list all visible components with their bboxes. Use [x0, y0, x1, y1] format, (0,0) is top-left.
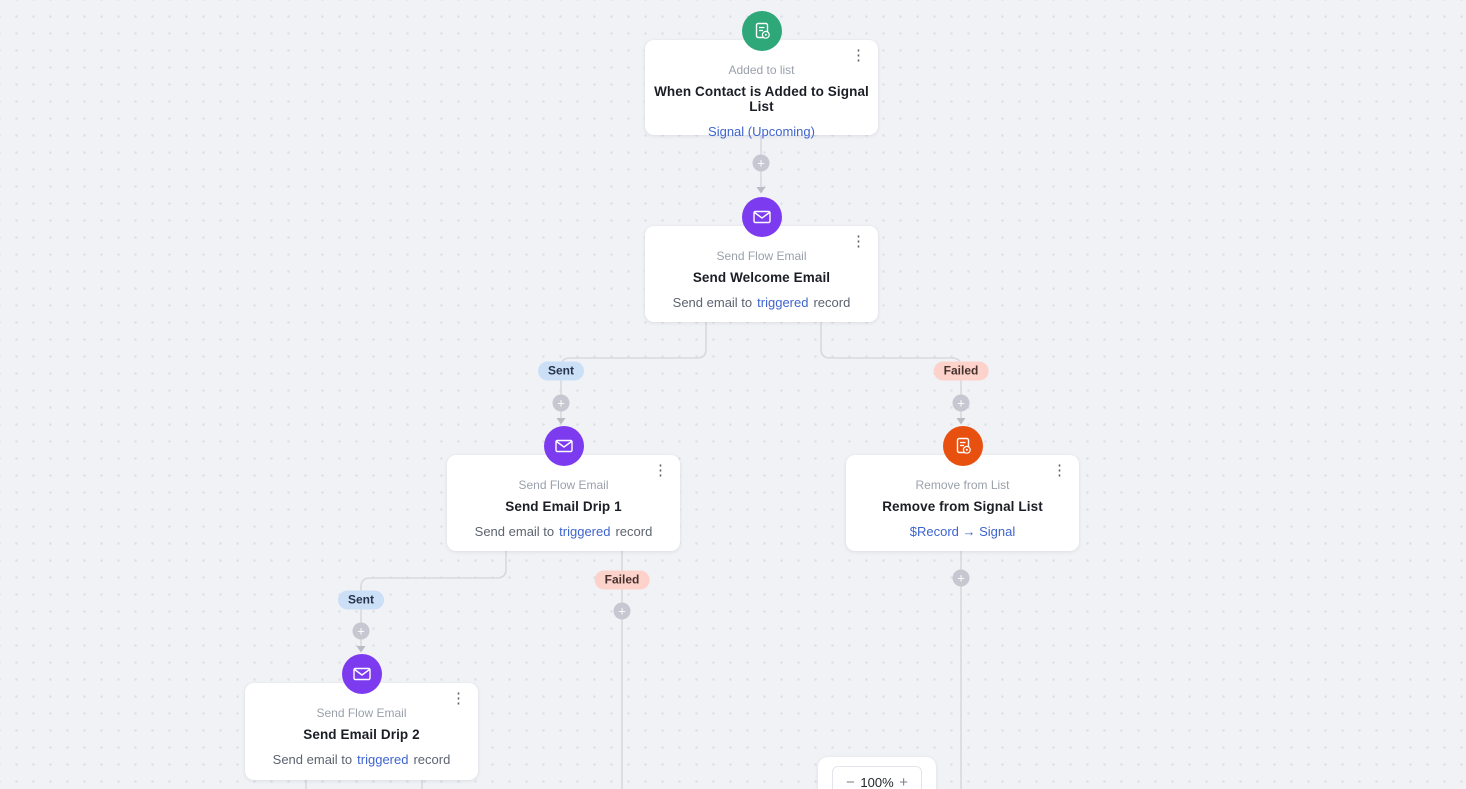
email-icon [543, 426, 584, 466]
add-step-button[interactable]: + [952, 569, 970, 587]
node-menu-icon[interactable]: ⋮ [447, 689, 470, 708]
node-title: Send Welcome Email [692, 270, 831, 285]
body-highlight[interactable]: triggered [357, 752, 409, 767]
node-description: Send email to triggered record [273, 752, 451, 767]
node-link[interactable]: Signal (Upcoming) [708, 124, 815, 139]
node-description: Send email to triggered record [475, 524, 653, 539]
node-category: Remove from List [915, 478, 1010, 492]
body-suffix: record [615, 524, 653, 539]
list-added-icon [741, 11, 782, 51]
node-title: Send Email Drip 2 [303, 727, 420, 742]
body-prefix: Send email to [672, 295, 753, 310]
node-link[interactable]: $Record → Signal [909, 524, 1016, 539]
node-send-email-drip-2[interactable]: ⋮ Send Flow Email Send Email Drip 2 Send… [245, 654, 478, 780]
node-send-welcome-email[interactable]: ⋮ Send Flow Email Send Welcome Email Sen… [645, 197, 878, 322]
node-description: Send email to triggered record [673, 295, 851, 310]
body-suffix: record [413, 752, 451, 767]
add-step-button[interactable]: + [613, 602, 631, 620]
node-category: Added to list [728, 63, 795, 77]
zoom-control: − 100% + [832, 766, 922, 789]
node-menu-icon[interactable]: ⋮ [649, 461, 672, 480]
list-remove-icon [942, 426, 983, 466]
body-suffix: record [813, 295, 851, 310]
node-title: When Contact is Added to Signal List [654, 84, 869, 114]
zoom-in-button[interactable]: + [897, 773, 910, 789]
zoom-level: 100% [860, 774, 894, 789]
body-highlight[interactable]: triggered [757, 295, 809, 310]
node-title: Remove from Signal List [882, 499, 1043, 514]
zoom-control-panel: − 100% + [818, 757, 936, 789]
add-step-button[interactable]: + [352, 622, 370, 640]
branch-badge-sent: Sent [337, 590, 385, 610]
branch-badge-failed: Failed [594, 570, 650, 590]
node-send-email-drip-1[interactable]: ⋮ Send Flow Email Send Email Drip 1 Send… [447, 426, 680, 551]
body-prefix: Send email to [474, 524, 555, 539]
node-category: Send Flow Email [518, 478, 609, 492]
add-step-button[interactable]: + [552, 394, 570, 412]
node-category: Send Flow Email [716, 249, 807, 263]
node-trigger-added-to-list[interactable]: ⋮ Added to list When Contact is Added to… [645, 11, 878, 139]
node-menu-icon[interactable]: ⋮ [847, 46, 870, 65]
branch-badge-failed: Failed [933, 361, 989, 381]
node-menu-icon[interactable]: ⋮ [847, 232, 870, 251]
body-prefix: Send email to [272, 752, 353, 767]
body-highlight[interactable]: triggered [559, 524, 611, 539]
node-category: Send Flow Email [316, 706, 407, 720]
node-remove-from-signal-list[interactable]: ⋮ Remove from List Remove from Signal Li… [846, 426, 1079, 551]
branch-badge-sent: Sent [537, 361, 585, 381]
node-menu-icon[interactable]: ⋮ [1048, 461, 1071, 480]
node-title: Send Email Drip 1 [505, 499, 622, 514]
email-icon [741, 197, 782, 237]
add-step-button[interactable]: + [952, 394, 970, 412]
email-icon [341, 654, 382, 694]
zoom-out-button[interactable]: − [844, 773, 857, 789]
add-step-button[interactable]: + [752, 154, 770, 172]
